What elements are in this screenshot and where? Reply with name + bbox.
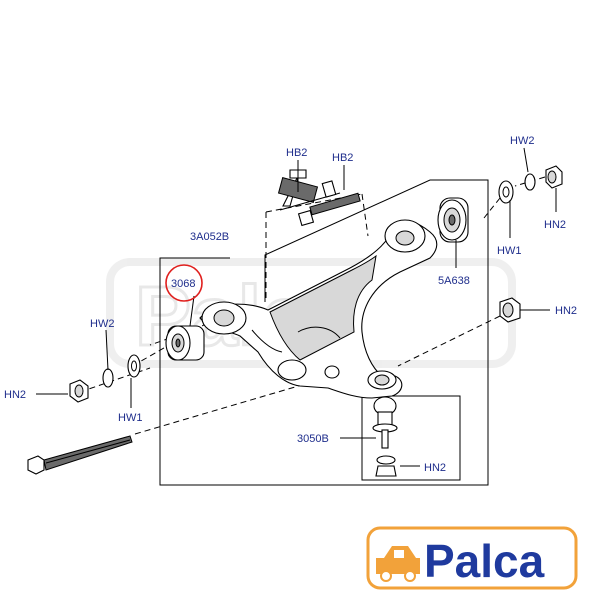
callout-3a052b: 3A052B <box>190 231 229 243</box>
front-bush <box>165 325 205 361</box>
arm-group-box <box>159 179 489 486</box>
nut-washer-top <box>498 165 563 204</box>
bolt-hb2-b <box>297 180 361 227</box>
callout-3050b: 3050B <box>297 433 329 445</box>
callout-hn2-mid: HN2 <box>555 305 577 317</box>
callout-hw1-top: HW1 <box>497 245 521 257</box>
callout-5a638: 5A638 <box>438 275 470 287</box>
callout-hb2-b: HB2 <box>332 152 353 164</box>
callout-hn2-top: HN2 <box>544 219 566 231</box>
left-washers <box>69 354 141 403</box>
ball-joint <box>372 396 398 477</box>
nut-mid <box>499 297 521 323</box>
control-arm <box>199 219 438 399</box>
car-icon <box>376 546 420 582</box>
leader-lines <box>36 147 557 467</box>
callout-hb2-a: HB2 <box>286 147 307 159</box>
long-bolt <box>27 435 133 475</box>
callout-hw1-left: HW1 <box>118 412 142 424</box>
callout-hw2-top: HW2 <box>510 135 534 147</box>
callout-3068: 3068 <box>171 278 195 290</box>
highlight-circle <box>165 264 203 302</box>
callout-hw2-left: HW2 <box>90 318 114 330</box>
palca-logo: Palca <box>366 526 578 590</box>
logo-text: Palca <box>424 535 545 587</box>
callout-hn2-bottom: HN2 <box>424 462 446 474</box>
rear-bush <box>437 197 469 243</box>
callout-hn2-left: HN2 <box>4 389 26 401</box>
